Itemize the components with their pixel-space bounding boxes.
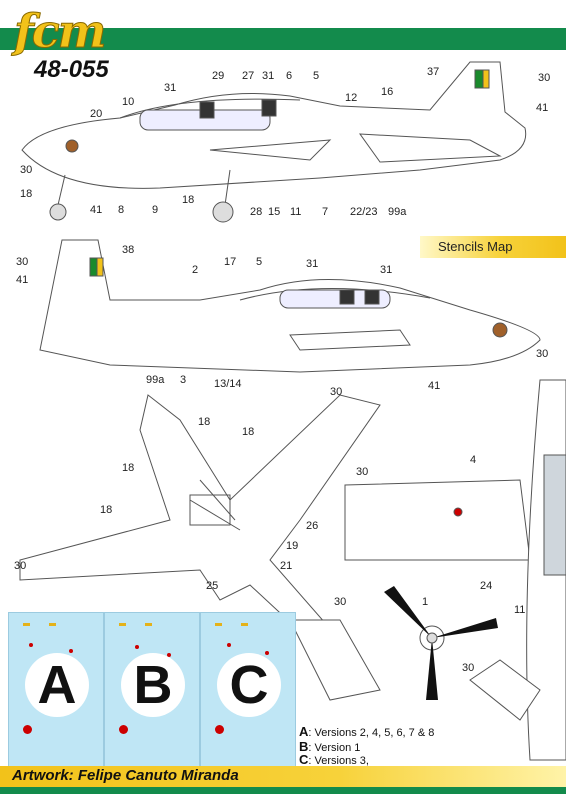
callout-18f: 18 [100, 504, 113, 516]
callout-30f: 30 [14, 560, 27, 572]
callout-30g: 30 [356, 466, 369, 478]
callout-41c: 41 [16, 274, 29, 286]
callout-10: 10 [122, 96, 135, 108]
callout-29: 29 [212, 70, 225, 82]
callout-20: 20 [90, 108, 103, 120]
callout-99a-b: 99a [146, 374, 165, 386]
callout-31: 31 [164, 82, 177, 94]
callout-11b: 11 [514, 604, 526, 616]
callout-18e: 18 [242, 426, 255, 438]
callout-31b: 31 [262, 70, 275, 82]
callout-27: 27 [242, 70, 255, 82]
callout-25: 25 [206, 580, 219, 592]
callout-30c: 30 [16, 256, 29, 268]
callout-5b: 5 [256, 256, 263, 268]
callout-38: 38 [122, 244, 135, 256]
callout-31c: 31 [306, 258, 319, 270]
callout-3: 3 [180, 374, 187, 386]
callout-19: 19 [286, 540, 299, 552]
callout-31d: 31 [380, 264, 393, 276]
fcm-logo: fcm [13, 4, 107, 59]
callout-30i: 30 [462, 662, 475, 674]
bottom-green-bar [0, 787, 566, 794]
callout-16: 16 [381, 86, 394, 98]
callout-15: 15 [268, 206, 281, 218]
callout-8: 8 [118, 204, 125, 216]
callout-28: 28 [250, 206, 263, 218]
callout-30d: 30 [536, 348, 549, 360]
callout-41d: 41 [428, 380, 441, 392]
sheet-letter-b: B [121, 653, 185, 717]
sheet-letter-a: A [25, 653, 89, 717]
legend-a: A: Versions 2, 4, 5, 6, 7 & 8 [299, 724, 435, 739]
artwork-credit: Artwork: Felipe Canuto Miranda [12, 767, 239, 784]
top-green-bar [0, 28, 566, 50]
callout-18d: 18 [122, 462, 135, 474]
callout-4: 4 [470, 454, 477, 466]
decal-sheet-c: C [200, 612, 296, 770]
decal-sheet-b: B [104, 612, 200, 770]
kit-code: 48-055 [34, 56, 109, 83]
callout-41: 41 [536, 102, 549, 114]
callout-5: 5 [313, 70, 320, 82]
callout-18: 18 [20, 188, 33, 200]
aircraft-profile-right [21, 61, 527, 223]
decal-sheet-a: A [8, 612, 104, 770]
callout-18c: 18 [198, 416, 211, 428]
callout-41b: 41 [90, 204, 103, 216]
legend-c: C: Versions 3, [299, 752, 369, 767]
callout-2: 2 [192, 264, 199, 276]
callout-22-23: 22/23 [350, 206, 378, 218]
callout-7: 7 [322, 206, 329, 218]
callout-18b: 18 [182, 194, 195, 206]
sheet-letter-c: C [217, 653, 281, 717]
callout-99a: 99a [388, 206, 407, 218]
callout-26: 26 [306, 520, 319, 532]
callout-1: 1 [422, 596, 429, 608]
callout-6: 6 [286, 70, 293, 82]
callout-13-14: 13/14 [214, 378, 242, 390]
detail-views [289, 379, 566, 761]
callout-24: 24 [480, 580, 493, 592]
propeller-icon [384, 586, 498, 700]
footer-banner: Artwork: Felipe Canuto Miranda [0, 766, 566, 787]
callout-30e: 30 [330, 386, 343, 398]
callout-21: 21 [280, 560, 293, 572]
stencils-map-banner: Stencils Map [420, 236, 566, 258]
aircraft-profile-left [39, 239, 541, 373]
stencils-map-title: Stencils Map [438, 239, 513, 254]
callout-30b: 30 [20, 164, 33, 176]
callout-17: 17 [224, 256, 237, 268]
callout-30: 30 [538, 72, 551, 84]
callout-9: 9 [152, 204, 159, 216]
callout-30h: 30 [334, 596, 347, 608]
callout-12: 12 [345, 92, 358, 104]
legend-b: B: Version 1 [299, 739, 361, 754]
callout-11: 11 [290, 206, 302, 218]
callout-37: 37 [427, 66, 440, 78]
